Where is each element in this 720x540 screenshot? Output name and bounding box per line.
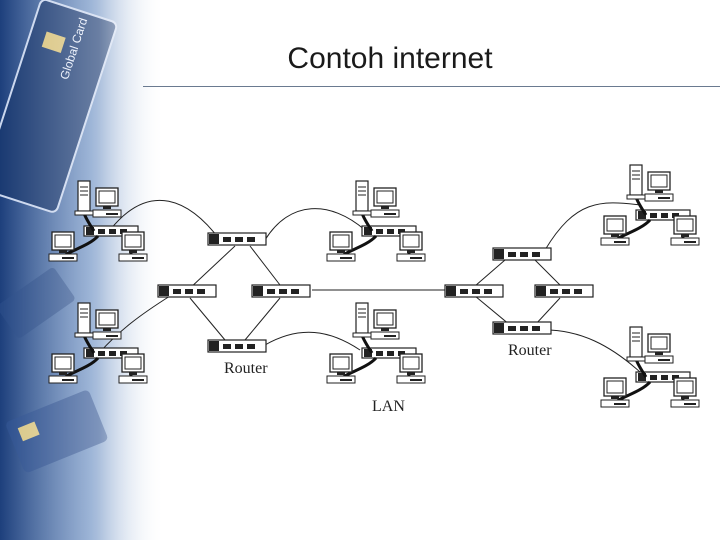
- link-router-d-router-b: [244, 297, 281, 341]
- lan-label: LAN: [372, 398, 405, 415]
- link-router-b-lan-bm: [264, 331, 361, 351]
- router-c: [157, 284, 217, 298]
- link-router-f-lan-tr: [544, 202, 641, 251]
- router-label-left: Router: [224, 360, 268, 377]
- router-label-right: Router: [508, 342, 552, 359]
- slide-title: Contoh internet: [287, 42, 493, 75]
- lan-top-middle: [327, 181, 425, 261]
- lan-top-right: [601, 165, 699, 245]
- network-links: [99, 200, 641, 373]
- router-b: [207, 339, 267, 353]
- lan-clusters: [49, 165, 699, 407]
- router-g: [534, 284, 594, 298]
- title-divider: [143, 86, 720, 87]
- router-f: [492, 247, 552, 261]
- link-router-a-router-c: [187, 245, 236, 291]
- link-router-e-router-f: [474, 259, 506, 287]
- lan-bottom-right: [601, 327, 699, 407]
- link-router-h-router-g: [534, 297, 561, 326]
- link-lan-tl-router-a: [109, 200, 221, 241]
- lan-bottom-left: [49, 303, 147, 383]
- lan-top-left: [49, 181, 147, 261]
- link-router-h-lan-br: [544, 329, 641, 373]
- router-a: [207, 232, 267, 246]
- router-e: [444, 284, 504, 298]
- link-router-a-router-d: [249, 245, 281, 286]
- lan-bottom-middle: [327, 303, 425, 383]
- link-router-c-router-b: [189, 297, 226, 341]
- link-router-c-lan-bl: [99, 295, 171, 353]
- link-router-f-router-g: [534, 259, 561, 286]
- router-h: [492, 321, 552, 335]
- link-router-e-router-h: [474, 295, 511, 326]
- decorative-card-banner: Global Card: [0, 0, 165, 540]
- router-d: [251, 284, 311, 298]
- link-router-a-lan-tm: [264, 208, 366, 241]
